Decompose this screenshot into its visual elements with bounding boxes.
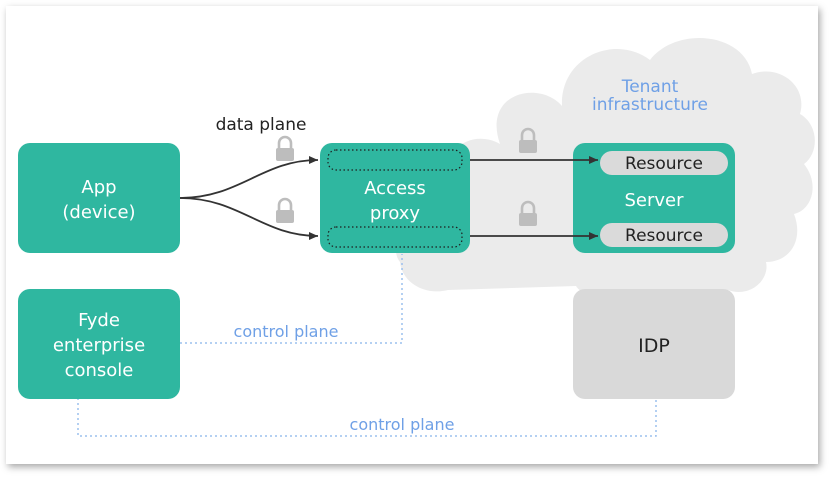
data-plane-arrow-bottom — [179, 197, 319, 240]
server-label: Server — [624, 190, 684, 211]
app-label-line1: App — [81, 177, 116, 198]
lock-icon — [519, 127, 537, 153]
console-label-line2: enterprise — [53, 335, 145, 356]
control-plane-label-top: control plane — [234, 322, 339, 341]
resource-pill-top — [600, 151, 728, 175]
idp-label: IDP — [638, 335, 670, 357]
control-plane-line-bottom — [77, 398, 657, 437]
console-label-line1: Fyde — [78, 310, 120, 331]
console-label-line3: console — [65, 360, 134, 381]
lock-icon — [519, 200, 537, 226]
resource-pill-bottom — [600, 223, 728, 247]
lock-icon — [276, 135, 294, 161]
fyde-console-box — [18, 289, 180, 399]
data-plane-label: data plane — [216, 115, 307, 135]
data-plane-arrow-top — [179, 156, 319, 199]
idp-box — [573, 289, 735, 399]
app-device-box — [18, 143, 180, 253]
tenant-label-line2: infrastructure — [592, 95, 708, 115]
resource-label-top: Resource — [625, 154, 703, 174]
control-plane-label-bottom: control plane — [350, 415, 455, 434]
resource-label-bottom: Resource — [625, 226, 703, 246]
proxy-label-line1: Access — [364, 178, 426, 199]
app-label-line2: (device) — [62, 202, 135, 223]
lock-icon — [276, 197, 294, 223]
control-plane-line-top — [180, 254, 403, 344]
proxy-tunnel-bottom — [327, 226, 463, 248]
proxy-tunnel-top — [327, 149, 463, 171]
tenant-label-line1: Tenant — [621, 77, 679, 97]
proxy-label-line2: proxy — [370, 203, 421, 224]
